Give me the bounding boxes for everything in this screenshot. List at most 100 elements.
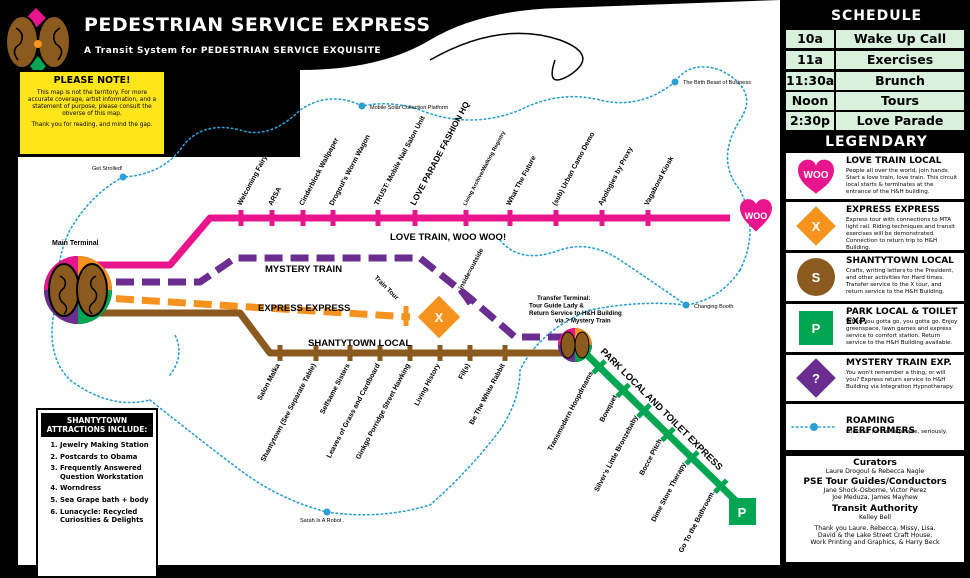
love-train-line bbox=[90, 214, 730, 269]
diamond-icon: X bbox=[796, 206, 836, 246]
guides-heading: PSE Tour Guides/Conductors bbox=[803, 477, 947, 488]
schedule-event: Brunch bbox=[875, 73, 925, 88]
shanty-stop-ticks bbox=[277, 345, 508, 361]
note-body: This map is not the territory. For more … bbox=[27, 90, 157, 117]
page-title: PEDESTRIAN SERVICE EXPRESS bbox=[84, 14, 431, 36]
express-x-diamond-icon bbox=[417, 295, 461, 339]
shantytown-attractions-box: SHANTYTOWN ATTRACTIONS INCLUDE: Jewelry … bbox=[36, 408, 158, 578]
diamond-icon: ? bbox=[796, 358, 836, 398]
main-terminal-icon bbox=[44, 256, 112, 324]
svg-text:P: P bbox=[812, 321, 821, 336]
park-stop-tick bbox=[660, 426, 676, 443]
park-p-square-icon bbox=[729, 498, 756, 525]
schedule-row: 10a Wake Up Call bbox=[786, 30, 964, 48]
schedule-row: 11:30a Brunch bbox=[786, 72, 964, 90]
schedule-event: Love Parade bbox=[856, 113, 944, 128]
square-icon: P bbox=[799, 311, 833, 345]
attraction-item: Worndress bbox=[60, 484, 156, 493]
schedule-row: 11a Exercises bbox=[786, 51, 964, 69]
map-panel-curve bbox=[300, 0, 780, 160]
legend-item-love: WOO LOVE TRAIN LOCAL People all over the… bbox=[786, 153, 964, 199]
legend-desc: People all over the world, join hands. S… bbox=[846, 168, 958, 195]
attraction-item: Postcards to Obama bbox=[60, 453, 156, 462]
schedule-time: Noon bbox=[786, 92, 836, 110]
attraction-item: Frequently Answered Question Workstation bbox=[60, 464, 156, 481]
legend-item-performers: ROAMING PERFORMERS Look out for these pe… bbox=[786, 404, 964, 450]
park-p-label: P bbox=[738, 505, 747, 520]
heart-icon: WOO bbox=[798, 159, 834, 194]
mystery-stop-tick bbox=[457, 288, 473, 306]
attraction-item: Jewelry Making Station bbox=[60, 441, 156, 450]
authority-names: Kelley Bell bbox=[859, 513, 891, 521]
pse-logo-icon bbox=[0, 8, 71, 76]
note-footer: Thank you for reading, and mind the gap. bbox=[31, 122, 153, 128]
transfer-terminal-icon bbox=[558, 328, 592, 362]
park-stop-tick bbox=[713, 478, 729, 494]
guides-names: Jane Shock-Osborne, Victor Perez Joe Med… bbox=[823, 487, 927, 502]
performer-label-sarah: Sarah Is A Robot . bbox=[300, 518, 345, 524]
park-stop-tick bbox=[591, 359, 607, 375]
legend-item-park: P PARK LOCAL & TOILET EXP. When you gott… bbox=[786, 304, 964, 352]
schedule-row: 2:30p Love Parade bbox=[786, 112, 964, 130]
schedule-event: Wake Up Call bbox=[853, 31, 947, 46]
performer-label-get-strolled: Get Strolled! bbox=[92, 166, 123, 172]
legend-desc: You won't remember a thing, or will you?… bbox=[846, 370, 954, 390]
main-terminal-label: Main Terminal bbox=[52, 240, 99, 247]
mystery-train-line bbox=[90, 254, 570, 341]
shantytown-local-line bbox=[90, 309, 570, 357]
dots-icon bbox=[791, 423, 837, 431]
legend-desc: Crafts, writing letters to the President… bbox=[846, 268, 954, 295]
performer-dot-birth-beast bbox=[671, 78, 679, 86]
svg-text:S: S bbox=[812, 270, 821, 285]
attraction-item: Lunacycle: Recycled Curiosities & Deligh… bbox=[60, 508, 156, 525]
legend-item-mystery: ? MYSTERY TRAIN EXP. You won't remember … bbox=[786, 355, 964, 401]
express-line-label: EXPRESS EXPRESS bbox=[258, 303, 350, 314]
legend-name: SHANTYTOWN LOCAL bbox=[846, 256, 954, 266]
legend-name: PARK LOCAL & TOILET EXP. bbox=[846, 307, 958, 327]
schedule-time: 11:30a bbox=[786, 72, 836, 90]
flourish-ornament bbox=[429, 32, 584, 81]
circle-icon: S bbox=[797, 258, 835, 296]
love-line-label: LOVE TRAIN, WOO WOO! bbox=[390, 232, 506, 243]
performer-label-solar: Mobile Solar Collection Platform bbox=[370, 105, 449, 111]
roaming-performers-paths bbox=[51, 66, 751, 516]
performer-dot-get-strolled bbox=[119, 173, 127, 181]
schedule-event: Exercises bbox=[866, 52, 934, 67]
transfer-terminal-label: Transfer Terminal:Tour Guide Lady &Retur… bbox=[529, 295, 622, 325]
svg-text:?: ? bbox=[812, 371, 820, 386]
express-express-line bbox=[89, 293, 411, 321]
mystery-line-label: MYSTERY TRAIN bbox=[265, 264, 342, 275]
attraction-item: Sea Grape bath + body bbox=[60, 496, 156, 505]
thanks-text: Thank you Laure, Rebecca, Missy, Lisa, D… bbox=[810, 524, 940, 547]
schedule-row: Noon Tours bbox=[786, 92, 964, 110]
sidebar: SCHEDULE 10a Wake Up Call 11a Exercises 11… bbox=[783, 0, 970, 572]
love-stop-ticks bbox=[238, 210, 651, 226]
legend-desc: Look out for these people, seriously. bbox=[846, 429, 948, 435]
schedule-time: 2:30p bbox=[786, 112, 836, 130]
performer-dot-sarah bbox=[323, 508, 331, 516]
transit-lines bbox=[89, 214, 743, 508]
attractions-title: SHANTYTOWN ATTRACTIONS INCLUDE: bbox=[41, 413, 153, 437]
schedule-event: Tours bbox=[881, 93, 919, 108]
performer-dot-changing-booth bbox=[682, 301, 690, 309]
page-subtitle: A Transit System for PEDESTRIAN SERVICE … bbox=[84, 46, 382, 56]
park-stop-tick bbox=[615, 382, 631, 399]
legend-item-shanty: S SHANTYTOWN LOCAL Crafts, writing lette… bbox=[786, 253, 964, 301]
performer-label-birth-beast: The Birth Beast of Business bbox=[683, 80, 751, 86]
legend-desc: Express tour with connections to MTA lig… bbox=[846, 217, 956, 251]
park-local-line bbox=[577, 345, 743, 508]
legend-item-express: X EXPRESS EXPRESS Express tour with conn… bbox=[786, 202, 964, 251]
woo-label: WOO bbox=[745, 211, 768, 221]
woo-heart-icon bbox=[740, 199, 772, 232]
schedule-title: SCHEDULE bbox=[830, 8, 923, 24]
shanty-line-label: SHANTYTOWN LOCAL bbox=[308, 338, 411, 349]
schedule-time: 11a bbox=[786, 51, 836, 69]
svg-text:X: X bbox=[812, 219, 821, 234]
legend-name: ROAMING PERFORMERS bbox=[846, 416, 915, 436]
park-stop-tick bbox=[684, 450, 700, 466]
performer-dot-solar bbox=[358, 102, 366, 110]
legend-name: LOVE TRAIN LOCAL bbox=[846, 156, 942, 166]
svg-text:WOO: WOO bbox=[804, 170, 829, 181]
curators-heading: Curators bbox=[853, 458, 897, 468]
schedule-time: 10a bbox=[786, 30, 836, 48]
